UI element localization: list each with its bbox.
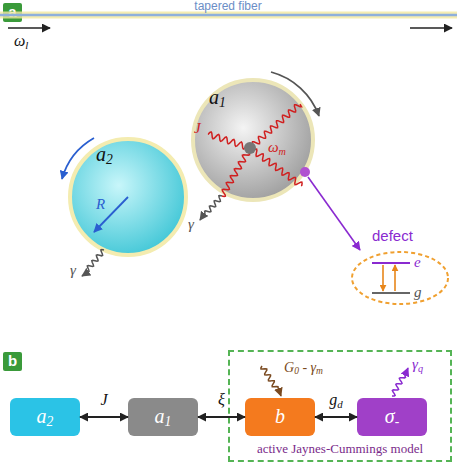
panel-letter: a	[3, 4, 22, 21]
subscript: 2	[47, 414, 54, 429]
mode-label: a2	[96, 143, 113, 165]
qubit-box: σ-	[357, 398, 427, 436]
excited-level	[372, 262, 410, 264]
mechanical-center-dot	[244, 142, 256, 154]
phonon-wave	[222, 148, 250, 197]
decay-wave	[392, 368, 408, 396]
mode-label: σ-	[357, 405, 427, 427]
ground-level	[372, 292, 410, 294]
subscript: 2	[106, 152, 113, 167]
level-label: e	[414, 254, 421, 271]
mode-label: b	[245, 405, 315, 427]
frequency-label: ωm	[268, 139, 286, 156]
resonator-circle-shape	[193, 80, 313, 200]
defect-ellipse: defecteg	[350, 250, 450, 306]
level-label: g	[414, 284, 422, 301]
rotation-arrow	[271, 72, 319, 116]
subscript: q	[418, 363, 423, 374]
subscript: m	[279, 146, 286, 157]
resonator-circle-shape	[70, 139, 186, 255]
radius-label: R	[96, 196, 105, 213]
edge-label: ξ	[202, 391, 242, 409]
coupling-connector	[198, 416, 245, 418]
tapered-fiber-line	[0, 14, 457, 17]
mode-box: a2	[10, 398, 80, 436]
mode-label: a2	[10, 405, 80, 427]
mode-label: a1	[209, 86, 226, 108]
wave-group	[82, 104, 408, 396]
input-arrow	[8, 27, 50, 29]
output-arrow	[410, 27, 452, 29]
resonator-circle: a2R	[68, 137, 188, 257]
phonon-box: b	[245, 398, 315, 436]
defect-ellipse-shape	[352, 252, 448, 304]
coupling-connector	[80, 416, 128, 418]
node-outline	[68, 137, 188, 257]
excitation-arrow	[394, 265, 396, 291]
subscript: -	[395, 414, 400, 429]
coupling-connector	[315, 416, 357, 418]
frequency-label: ωl	[14, 32, 28, 50]
decay-label: γq	[412, 356, 423, 373]
loss-label: γ	[188, 216, 194, 233]
rotation-arrow	[62, 138, 94, 179]
subscript: d	[337, 398, 342, 410]
fiber-label: tapered fiber	[178, 0, 278, 13]
group-title: active Jaynes-Cummings model	[230, 442, 450, 456]
decay-arrow	[382, 265, 384, 291]
edge-label: J	[84, 391, 124, 409]
subscript: l	[25, 39, 28, 51]
gain-wave	[261, 366, 281, 396]
mode-box: a1	[128, 398, 198, 436]
subscript: 0	[294, 366, 299, 376]
defect-label: defect	[372, 228, 413, 245]
subscript: 1	[219, 95, 226, 110]
subscript: 1	[165, 414, 172, 429]
panel-label-box: b	[3, 352, 22, 371]
edge-label: gd	[316, 391, 356, 409]
loss-wave	[200, 195, 222, 220]
phonon-wave	[208, 132, 250, 149]
subscript: m	[316, 366, 323, 376]
defect-pointer	[308, 177, 360, 250]
loss-wave	[82, 250, 104, 277]
panel-letter: b	[3, 353, 22, 370]
gain-label: G0 - γm	[284, 360, 323, 375]
panel-label-box: a	[3, 3, 22, 22]
node-outline	[350, 250, 450, 306]
resonator-circle: a1 ωm	[191, 78, 315, 202]
coupling-label: J	[194, 120, 201, 137]
defect-dot	[300, 167, 310, 177]
phonon-wave	[250, 148, 303, 186]
radius-arrow	[94, 197, 128, 232]
mode-label: a1	[128, 405, 198, 427]
loss-label: γ	[70, 262, 76, 279]
phonon-wave	[250, 104, 302, 149]
